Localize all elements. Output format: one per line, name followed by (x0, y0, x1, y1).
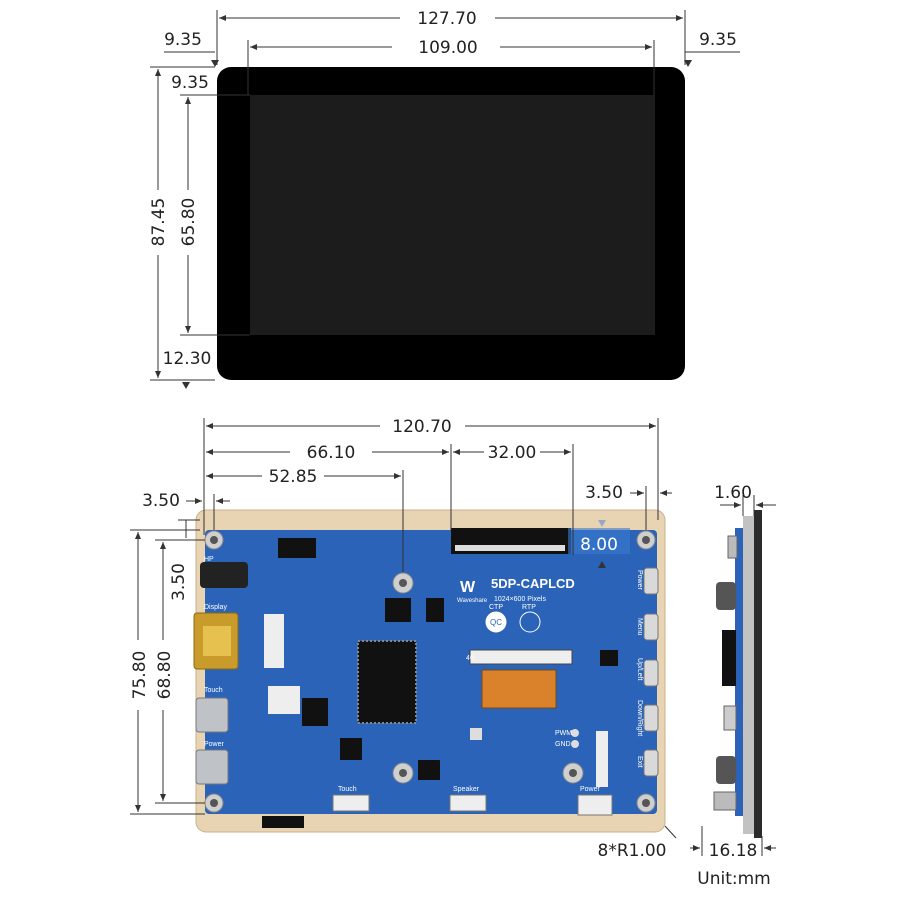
side-glass (754, 510, 762, 838)
usb-touch-port (195, 697, 229, 733)
dim-front-width: 127.70 (417, 9, 476, 29)
fpc-pin-label: 40 (466, 655, 474, 662)
dim-back-fpc: 8.00 (580, 535, 618, 555)
dim-back-66: 66.10 (307, 443, 356, 463)
qc-label: QC (490, 618, 502, 627)
dim-back-hole-left: 3.50 (142, 491, 180, 511)
gnd-label: GND (555, 741, 571, 748)
dim-back-height: 75.80 (130, 651, 150, 700)
dim-back-32: 32.00 (488, 443, 537, 463)
side-buttons (643, 567, 659, 777)
brand-logo-mark: W (460, 579, 476, 596)
dim-side-thickness: 1.60 (714, 483, 752, 503)
dim-back-width: 120.70 (392, 417, 451, 437)
dim-front-height: 87.45 (149, 198, 169, 247)
main-ic (357, 640, 417, 724)
pcb-board (205, 530, 657, 814)
side-pcb (735, 528, 743, 816)
dim-back-52: 52.85 (269, 467, 318, 487)
brand-label: Waveshare (457, 598, 488, 604)
dim-front-active-width: 109.00 (418, 38, 477, 58)
front-vertical-dims: 87.45 65.80 9.35 12.30 (149, 66, 250, 389)
front-view (217, 67, 685, 380)
model-label: 5DP-CAPLCD (491, 576, 575, 591)
power-connector (577, 794, 613, 816)
touch-connector-label: Touch (338, 786, 357, 793)
button-label-down-right: Down/Right (636, 700, 643, 736)
dim-front-right-margin: 9.35 (699, 30, 737, 50)
button-label-menu: Menu (636, 618, 643, 636)
hp-label: HP (204, 556, 214, 563)
usb-power-port (195, 749, 229, 785)
resolution-label: 1024×600 Pixels (494, 596, 546, 603)
dim-front-active-height: 65.80 (179, 198, 199, 247)
dim-front-bottom-margin: 12.30 (163, 349, 212, 369)
button-label-exit: Exit (636, 756, 643, 768)
speaker-connector-label: Speaker (453, 786, 480, 793)
touch-port-label: Touch (204, 687, 223, 694)
side-acrylic (743, 516, 754, 834)
button-label-up-left: Up/Left (636, 658, 643, 681)
rtp-label: RTP (522, 604, 536, 611)
audio-jack (200, 562, 248, 588)
fpc-connector (469, 649, 573, 665)
speaker-connector (449, 794, 487, 812)
button-label-power: Power (636, 570, 643, 591)
fpc-ribbon (481, 669, 557, 709)
dim-back-hole-right: 3.50 (585, 483, 623, 503)
back-view: 5DP-CAPLCD 1024×600 Pixels Waveshare W C… (193, 509, 666, 833)
active-area (250, 95, 655, 335)
dim-front-left-margin: 9.35 (164, 30, 202, 50)
power-port-label: Power (204, 741, 225, 748)
front-horizontal-dims: 127.70 109.00 9.35 9.35 (164, 9, 740, 95)
unit-label: Unit:mm (697, 869, 770, 889)
ctp-label: CTP (489, 604, 503, 611)
side-view (713, 510, 762, 838)
mounting-holes (204, 530, 656, 813)
dim-corner-radius: 8*R1.00 (598, 841, 667, 861)
dim-side-depth: 16.18 (709, 841, 758, 861)
power-connector-label: Power (580, 786, 601, 793)
dim-front-top-margin: 9.35 (171, 73, 209, 93)
side-dims: 1.60 16.18 (690, 483, 776, 861)
dim-back-hole-y: 3.50 (169, 563, 189, 601)
touch-connector (332, 794, 370, 812)
display-label: Display (204, 604, 227, 611)
back-vertical-dims: 75.80 68.80 3.50 8.00 8*R1.00 (130, 519, 677, 861)
dim-back-hole-span: 68.80 (155, 651, 175, 700)
pwm-label: PWM (555, 730, 572, 737)
back-horizontal-dims: 120.70 66.10 32.00 52.85 3.50 3.50 (142, 417, 672, 572)
